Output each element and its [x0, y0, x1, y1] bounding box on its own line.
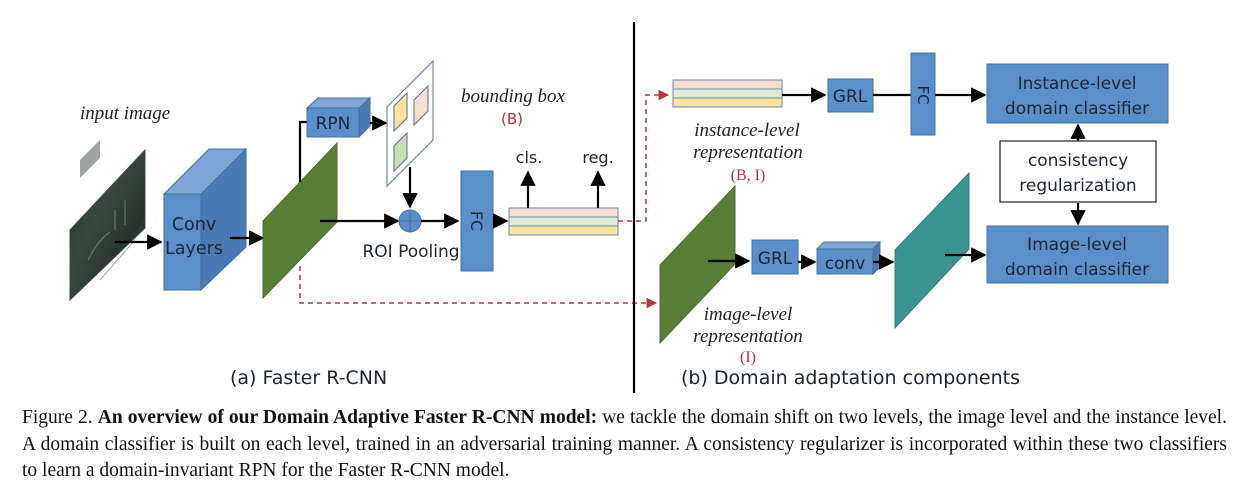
- consistency-label-line2: regularization: [1019, 176, 1136, 196]
- dashed-instance-connector: [618, 89, 670, 222]
- panel-a-faster-rcnn: input image Conv Layers RPN: [69, 59, 619, 389]
- conv-layers-label-line2: Layers: [165, 239, 223, 259]
- image-rep-label-line2: representation: [693, 326, 802, 347]
- domain-adaptive-faster-rcnn-diagram: input image Conv Layers RPN: [69, 22, 1169, 393]
- conv-label: conv: [825, 254, 866, 274]
- instance-classifier-label-line1: Instance-level: [1018, 74, 1137, 94]
- grl-block-top: GRL: [827, 78, 874, 113]
- image-classifier-label-line1: Image-level: [1027, 235, 1127, 255]
- arrow-featuremap-to-rpn: [298, 120, 308, 182]
- bounding-box-tag: (B): [501, 110, 523, 128]
- image-level-domain-classifier: Image-level domain classifier: [986, 225, 1169, 284]
- consistency-regularization-box: consistency regularization: [999, 140, 1157, 203]
- image-rep-label-line1: image-level: [704, 304, 793, 325]
- roi-pooling-label: ROI Pooling: [362, 242, 459, 262]
- instance-rep-label-line1: instance-level: [694, 120, 800, 141]
- conv-block: conv: [815, 240, 882, 276]
- roi-feature-vector: [508, 207, 619, 236]
- image-classifier-label-line2: domain classifier: [1005, 260, 1149, 280]
- image-level-feature-map: [659, 184, 736, 345]
- input-image: [69, 140, 146, 302]
- fc-label-b: FC: [914, 85, 932, 104]
- conv-layers-block: Conv Layers: [162, 147, 248, 292]
- input-image-label: input image: [80, 103, 170, 124]
- roi-pooling-node: [398, 209, 422, 233]
- image-rep-tag: (I): [740, 349, 756, 366]
- dashed-image-connector: [299, 266, 658, 309]
- fc-block-a: FC: [460, 170, 494, 272]
- fc-label-a: FC: [467, 211, 486, 231]
- panel-b-caption: (b) Domain adaptation components: [681, 367, 1020, 389]
- bounding-box-label: bounding box: [461, 86, 566, 107]
- consistency-label-line1: consistency: [1028, 151, 1128, 171]
- instance-classifier-label-line2: domain classifier: [1005, 99, 1149, 119]
- grl-top-label: GRL: [833, 87, 868, 107]
- panel-b-domain-adaptation: instance-level representation (B, I) GRL…: [659, 52, 1169, 389]
- figure-caption-prefix: Figure 2.: [22, 407, 98, 428]
- reg-label: reg.: [582, 148, 613, 167]
- region-proposals: [386, 59, 434, 188]
- figure-caption-title: An overview of our Domain Adaptive Faste…: [97, 407, 598, 428]
- rpn-label: RPN: [316, 114, 351, 134]
- panel-a-caption: (a) Faster R-CNN: [230, 367, 387, 389]
- conv-layers-label-line1: Conv: [172, 215, 216, 235]
- cls-label: cls.: [516, 148, 543, 167]
- rpn-block: RPN: [305, 96, 372, 139]
- instance-level-domain-classifier: Instance-level domain classifier: [986, 63, 1169, 124]
- figure-caption-body: we tackle the domain shift on two levels…: [22, 407, 1227, 481]
- grl-bottom-label: GRL: [758, 249, 793, 269]
- instance-rep-tag: (B, I): [731, 167, 766, 184]
- domain-feature-map: [894, 171, 970, 330]
- instance-rep-label-line2: representation: [693, 142, 802, 163]
- grl-block-bottom: GRL: [751, 239, 799, 275]
- instance-level-vector: [672, 79, 783, 108]
- figure-caption: Figure 2. An overview of our Domain Adap…: [22, 405, 1227, 485]
- fc-block-b: FC: [910, 52, 936, 136]
